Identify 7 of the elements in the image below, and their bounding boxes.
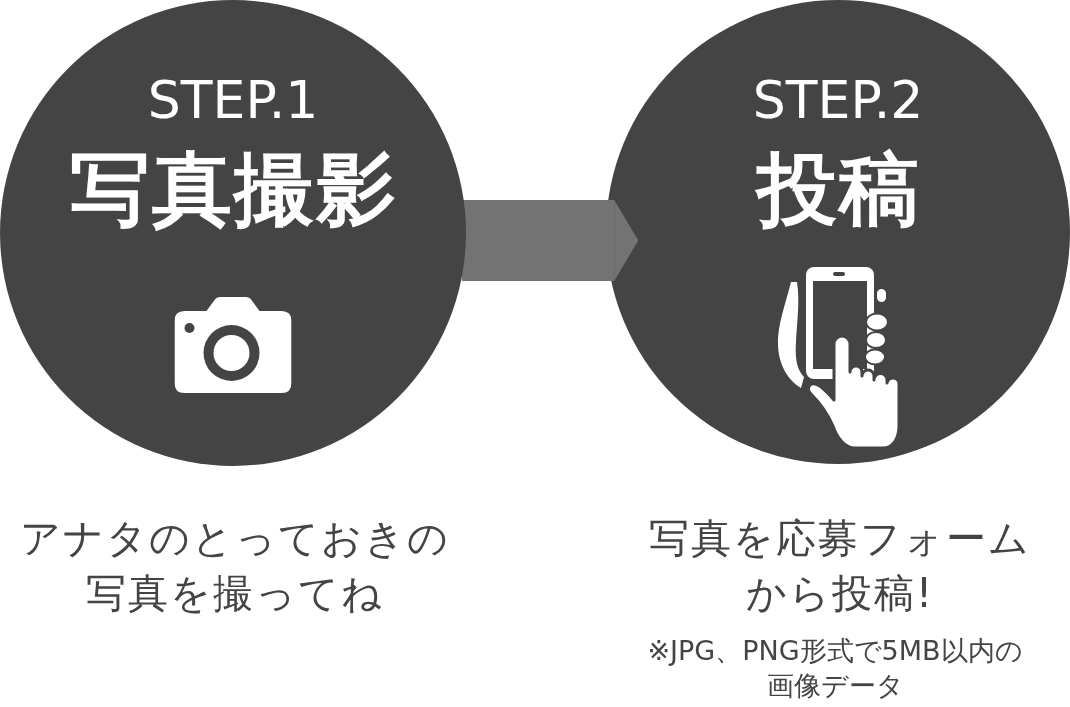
step-number: STEP.1 <box>147 74 319 126</box>
note-text: ※JPG、PNG形式で5MB以内の画像データ <box>646 634 1024 703</box>
step-number: STEP.2 <box>752 74 924 126</box>
step-description: 写真を応募フォームから投稿! <box>648 514 1032 618</box>
step-title: 写真撮影 <box>69 148 398 232</box>
step-description: アナタのとっておきの写真を撮ってね <box>19 514 451 618</box>
step-title: 投稿 <box>755 148 921 232</box>
